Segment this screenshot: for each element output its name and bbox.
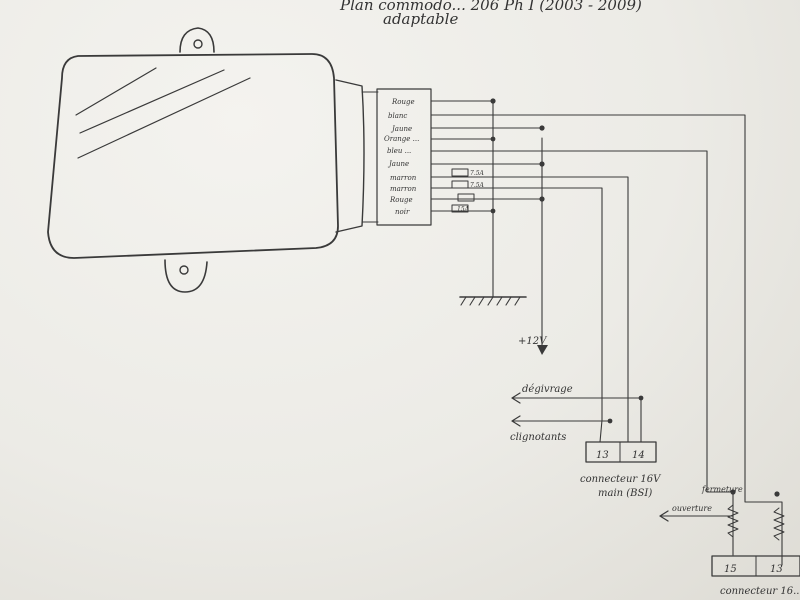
module-top-tab: [179, 27, 215, 53]
module-hatch-line: [79, 69, 225, 134]
arrow-left-icon: [511, 415, 521, 427]
wire-marron-1: [430, 176, 629, 443]
connector2-caption: connecteur 16...: [720, 586, 800, 597]
pin-label: Orange ...: [384, 135, 419, 143]
connector-2: 15 13 connecteur 16...: [711, 555, 800, 597]
pin-label: bleu ...: [387, 147, 411, 155]
wire-jaune-to-12v: [430, 163, 543, 346]
resistor-icon: [727, 504, 739, 538]
title-line1: Plan commodo... 206 Ph I (2003 - 2009): [339, 0, 642, 14]
bsi-pin-13: 13: [596, 450, 609, 461]
arrow-left-icon: [659, 510, 669, 522]
module-body: [47, 53, 339, 259]
fermeture-label: fermeture: [701, 485, 743, 494]
ouverture-label: ouverture: [672, 504, 712, 513]
fuse-rating: 7.5A: [470, 182, 485, 189]
pin-label: noir: [395, 208, 410, 216]
connector2-pin-15: 15: [724, 564, 737, 575]
fuse-rating: 7.5A: [470, 170, 485, 177]
connector2-pin-13: 13: [770, 564, 783, 575]
control-module: [47, 27, 365, 293]
wire-connector-block: Rouge blanc Jaune Orange ... bleu ... Ja…: [361, 88, 485, 226]
module-bottom-hole: [179, 265, 189, 275]
connector-bsi: 13 14 connecteur 16V main (BSI): [580, 441, 662, 499]
connector-outline: [376, 88, 432, 226]
wire-marron-2: [430, 187, 603, 443]
pin-label: Rouge: [391, 98, 415, 106]
module-hatch-line: [77, 77, 251, 159]
pin-label: Rouge: [389, 196, 413, 204]
module-top-hole: [193, 39, 203, 49]
bsi-caption-1: connecteur 16V: [580, 474, 662, 485]
bsi-pin-14: 14: [632, 450, 645, 461]
degivrage-label: dégivrage: [522, 384, 573, 395]
plus12v-label: +12V: [518, 336, 548, 347]
pin-label: blanc: [388, 112, 407, 120]
bsi-caption-2: main (BSI): [598, 488, 652, 499]
pin-label: marron: [390, 174, 417, 182]
module-hatch-line: [75, 67, 157, 116]
pin-label: marron: [390, 185, 417, 193]
fuse-rating: 15A: [457, 206, 470, 213]
module-side-plug: [335, 79, 365, 233]
module-bottom-tab: [164, 259, 208, 293]
clignotants-label: clignotants: [510, 432, 566, 443]
arrow-down-icon: [537, 345, 548, 355]
pin-label: Jaune: [390, 125, 412, 133]
fuse-icon: [451, 180, 469, 189]
pin-label: Jaune: [387, 160, 409, 168]
fuse-icon: [451, 168, 469, 177]
resistor-icon: [773, 507, 785, 541]
title-line2: adaptable: [383, 10, 458, 28]
wire-bleu: [430, 150, 731, 493]
fuse-icon: [451, 204, 469, 213]
arrow-left-icon: [511, 392, 521, 404]
ground-icon: [459, 296, 527, 306]
fuse-icon: [457, 193, 475, 202]
junction-dots: [490, 98, 780, 497]
